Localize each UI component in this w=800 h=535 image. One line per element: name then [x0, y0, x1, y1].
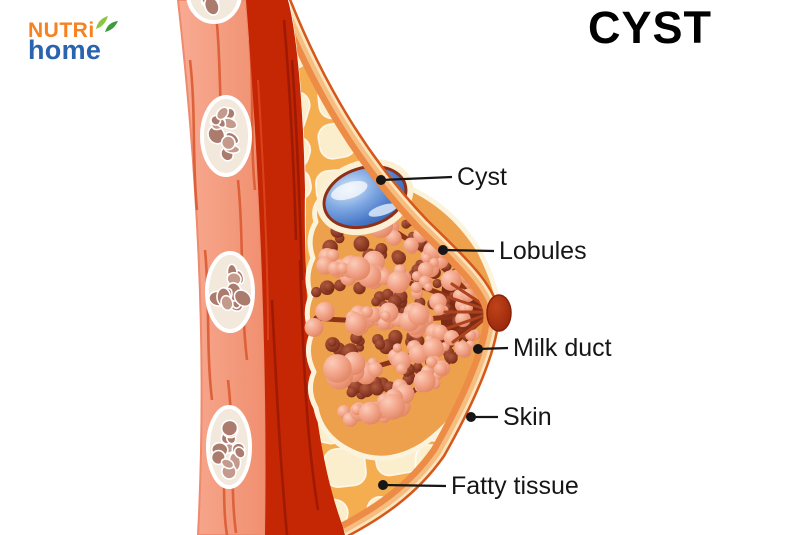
page-title: CYST: [588, 2, 713, 53]
pectoral-muscle-deep: [246, 0, 345, 535]
leaf-icon: [94, 14, 120, 40]
label-group-cyst: Cyst: [376, 163, 507, 191]
leader-line: [477, 346, 509, 351]
label-group-skin: Skin: [466, 403, 552, 431]
label-group-lobules: Lobules: [438, 237, 587, 265]
label-skin: Skin: [503, 403, 552, 431]
label-dot: [378, 480, 388, 490]
deep-muscle-striations: [270, 19, 320, 535]
nipple: [486, 294, 512, 332]
label-milk-duct: Milk duct: [513, 334, 612, 362]
leader-line: [442, 248, 495, 253]
logo-word-top: NUTRi: [28, 19, 95, 42]
label-group-fatty-tissue: Fatty tissue: [378, 472, 579, 500]
brand-logo: NUTRi home: [28, 16, 118, 65]
rib-cross-sections: [186, 0, 255, 489]
label-dot: [376, 175, 386, 185]
label-group-milk-duct: Milk duct: [473, 334, 612, 362]
bone-marrow-texture: [200, 0, 252, 480]
leader-line: [380, 175, 453, 182]
label-cyst: Cyst: [457, 163, 507, 191]
logo-word-bottom: home: [28, 35, 102, 65]
label-lobules: Lobules: [499, 237, 587, 265]
label-dot: [438, 245, 448, 255]
leader-line: [382, 483, 447, 488]
label-fatty-tissue: Fatty tissue: [451, 472, 579, 500]
label-dot: [473, 344, 483, 354]
label-dot: [466, 412, 476, 422]
